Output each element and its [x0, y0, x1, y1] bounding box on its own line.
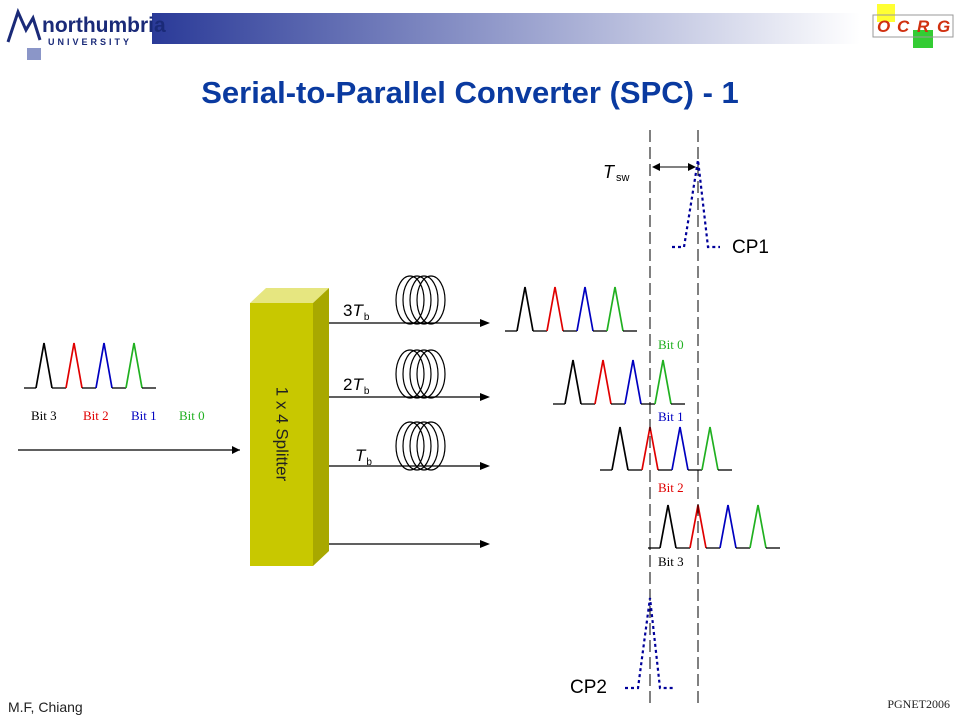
output-row-0-pulse-1	[546, 286, 564, 332]
fiber-delay-coil-icon	[395, 349, 446, 399]
footer-event: PGNET2006	[887, 697, 950, 711]
slide-title: Serial-to-Parallel Converter (SPC) - 1	[201, 75, 739, 110]
input-bit-label: Bit 0	[179, 408, 205, 423]
fiber-delay-coil-icon	[395, 421, 446, 471]
output-row-1-pulse-3	[654, 359, 672, 405]
output-row-2-pulse-3	[701, 426, 719, 471]
output-pulse-trains	[505, 286, 780, 549]
logo-mark-icon	[6, 7, 42, 43]
cp1-label: CP1	[732, 237, 769, 258]
badge-letter-r: R	[917, 17, 930, 36]
input-pulse-train	[24, 342, 156, 389]
branch-arrow-head-icon	[480, 462, 490, 470]
logo-subtitle: UNIVERSITY	[48, 37, 132, 47]
splitter-label: 1 x 4 Splitter	[273, 387, 292, 482]
output-row-3-pulse-0	[659, 504, 677, 549]
output-bit-labels: Bit 0 Bit 1 Bit 2 Bit 3	[658, 337, 684, 569]
northumbria-logo: northumbria UNIVERSITY	[6, 7, 166, 47]
delay-label: 2Tb	[343, 375, 370, 397]
input-pulse-2	[95, 342, 113, 389]
branch-arrow-head-icon	[480, 393, 490, 401]
output-row-0-pulse-2	[576, 286, 594, 332]
delay-label: 3Tb	[343, 301, 370, 323]
control-pulse-cp1: CP1	[672, 159, 769, 258]
badge-green-square	[913, 30, 933, 48]
output-row-1-pulse-2	[624, 359, 642, 405]
output-row-3-pulse-3	[749, 504, 767, 549]
cp2-pulse	[625, 597, 673, 690]
badge-frame	[872, 14, 954, 38]
header-gradient-bar	[152, 13, 860, 44]
header-accent-square	[27, 48, 41, 60]
logo-word: northumbria	[42, 14, 166, 37]
cp1-pulse	[672, 159, 720, 249]
input-bit-label: Bit 1	[131, 408, 157, 423]
splitter-side-face	[313, 288, 329, 566]
splitter-block: 1 x 4 Splitter	[250, 288, 329, 566]
control-pulse-cp2: CP2	[570, 597, 673, 698]
output-row-1-pulse-0	[564, 359, 582, 405]
cp2-label: CP2	[570, 677, 607, 698]
badge-letter-o: O	[877, 17, 890, 36]
output-bit-label: Bit 3	[658, 554, 684, 569]
input-pulse-3	[125, 342, 143, 389]
badge-yellow-square	[877, 4, 895, 22]
output-row-2-pulse-2	[671, 426, 689, 471]
tsw-arrow-head-left-icon	[652, 163, 660, 171]
output-row-0-pulse-3	[606, 286, 624, 332]
output-bit-label: Bit 1	[658, 409, 684, 424]
input-pulse-0	[35, 342, 53, 389]
input-bit-label: Bit 3	[31, 408, 57, 423]
splitter-front-face	[250, 303, 313, 566]
input-pulse-1	[65, 342, 83, 389]
footer-author: M.F, Chiang	[8, 699, 83, 715]
output-row-1-pulse-1	[594, 359, 612, 405]
branch-arrow-head-icon	[480, 540, 490, 548]
tsw-arrow-head-right-icon	[688, 163, 696, 171]
output-row-2-pulse-0	[611, 426, 629, 471]
input-bit-labels: Bit 3 Bit 2 Bit 1 Bit 0	[31, 408, 205, 423]
splitter-top-face	[250, 288, 329, 303]
input-arrow	[18, 446, 240, 454]
badge-letter-g: G	[937, 17, 950, 36]
output-row-3-pulse-2	[719, 504, 737, 549]
fiber-delay-coil-icon	[395, 275, 446, 325]
badge-letter-c: C	[897, 17, 910, 36]
output-bit-label: Bit 2	[658, 480, 684, 495]
output-bit-label: Bit 0	[658, 337, 684, 352]
output-row-0-pulse-0	[516, 286, 534, 332]
branch-arrow-head-icon	[480, 319, 490, 327]
delay-label: Tb	[355, 446, 372, 468]
delay-lines	[329, 275, 490, 548]
input-bit-label: Bit 2	[83, 408, 109, 423]
